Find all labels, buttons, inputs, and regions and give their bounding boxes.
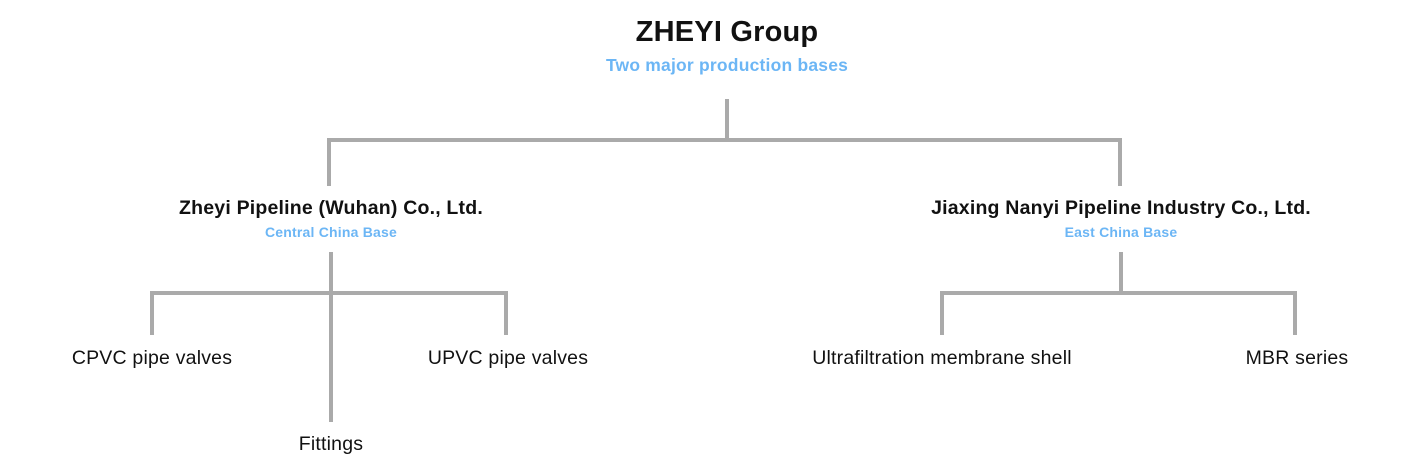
edge-jiaxing-to-mbr [1293,291,1297,335]
edge-wuhan-stem [329,252,333,422]
node-zheyi-group-subtitle: Two major production bases [605,55,849,76]
node-ultrafiltration-membrane-shell-label: Ultrafiltration membrane shell [812,347,1072,369]
node-upvc-pipe-valves[interactable]: UPVC pipe valves [428,346,588,370]
edge-root-stem [725,99,729,142]
edge-jiaxing-bar [940,291,1297,295]
node-zheyi-pipeline-wuhan[interactable]: Zheyi Pipeline (Wuhan) Co., Ltd. Central… [179,196,483,242]
node-fittings[interactable]: Fittings [299,432,363,456]
node-cpvc-pipe-valves-label: CPVC pipe valves [71,347,233,369]
node-jiaxing-nanyi-pipeline-title: Jiaxing Nanyi Pipeline Industry Co., Ltd… [931,197,1311,219]
node-ultrafiltration-membrane-shell[interactable]: Ultrafiltration membrane shell [812,346,1072,370]
node-zheyi-pipeline-wuhan-title: Zheyi Pipeline (Wuhan) Co., Ltd. [179,197,483,219]
node-mbr-series[interactable]: MBR series [1246,346,1349,370]
node-zheyi-group-title: ZHEYI Group [635,16,819,48]
node-upvc-pipe-valves-label: UPVC pipe valves [427,347,589,369]
edge-jiaxing-to-uf [940,291,944,335]
edge-wuhan-to-cpvc [150,291,154,335]
node-jiaxing-nanyi-pipeline-subtitle: East China Base [1064,224,1178,241]
node-zheyi-group[interactable]: ZHEYI Group Two major production bases [606,14,848,78]
edge-jiaxing-stem [1119,252,1123,293]
edge-wuhan-bar [150,291,508,295]
edge-root-to-jiaxing [1118,138,1122,186]
node-zheyi-pipeline-wuhan-subtitle: Central China Base [265,224,397,241]
node-jiaxing-nanyi-pipeline[interactable]: Jiaxing Nanyi Pipeline Industry Co., Ltd… [931,196,1311,242]
node-fittings-label: Fittings [298,433,364,455]
edge-wuhan-to-upvc [504,291,508,335]
edge-root-bar [327,138,1122,142]
edge-root-to-wuhan [327,138,331,186]
node-cpvc-pipe-valves[interactable]: CPVC pipe valves [72,346,232,370]
node-mbr-series-label: MBR series [1245,347,1349,369]
